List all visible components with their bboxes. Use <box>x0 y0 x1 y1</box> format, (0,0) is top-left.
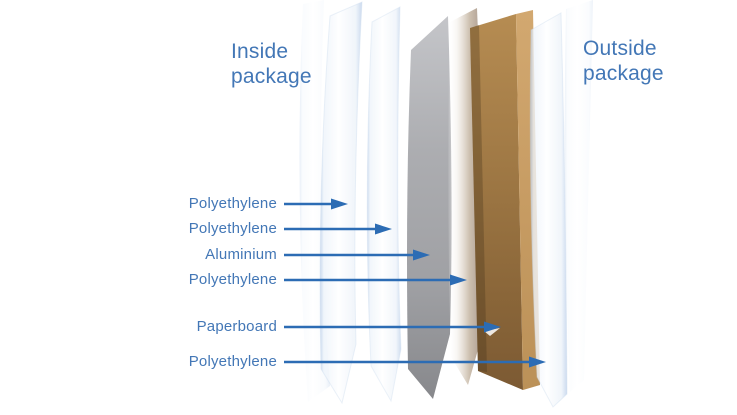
arrow-polyethylene-2 <box>284 223 392 235</box>
layer-label-polyethylene-1: Polyethylene <box>188 195 277 212</box>
layer-paperboard-face <box>470 14 523 390</box>
outside-package-heading: Outside package <box>583 37 664 85</box>
arrow-paperboard <box>284 321 501 333</box>
layer-polyethylene-2 <box>366 6 402 403</box>
arrow-polyethylene-4 <box>284 356 546 368</box>
layer-label-polyethylene-2: Polyethylene <box>188 220 277 237</box>
layer-aluminium <box>407 16 452 399</box>
layer-label-polyethylene-3: Polyethylene <box>188 271 277 288</box>
layer-polyethylene-4 <box>529 12 568 408</box>
layer-label-aluminium: Aluminium <box>205 246 277 263</box>
arrow-polyethylene-3 <box>284 274 467 286</box>
inside-package-heading: Inside package <box>231 40 312 88</box>
paperboard-highlight <box>484 328 500 336</box>
paperboard-shadow-strip <box>470 25 487 372</box>
arrow-aluminium <box>284 249 430 261</box>
layer-label-paperboard: Paperboard <box>196 318 277 335</box>
layer-label-polyethylene-4: Polyethylene <box>188 353 277 370</box>
arrow-polyethylene-1 <box>284 198 348 210</box>
background-sheet-right <box>564 0 593 392</box>
pointer-arrows <box>284 198 546 368</box>
